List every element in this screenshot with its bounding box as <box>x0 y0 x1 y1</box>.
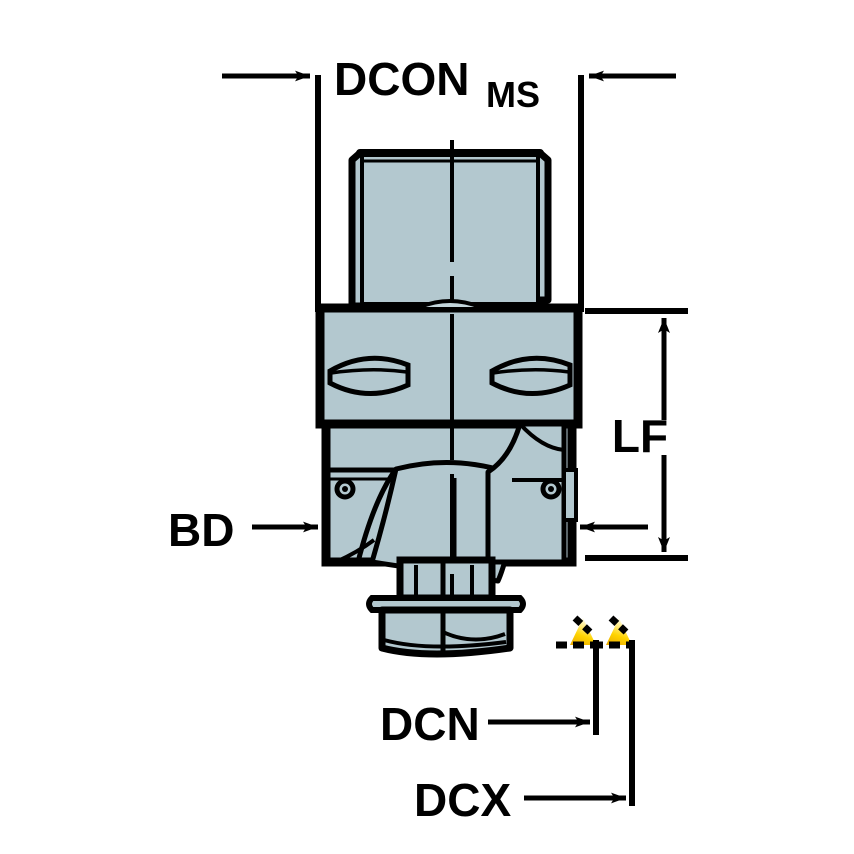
boss-lower-bottom-arc <box>383 638 507 649</box>
dimension-bd: BD <box>168 504 648 556</box>
slot-right-shape <box>489 355 573 396</box>
flange-slot-left <box>327 355 411 396</box>
flange-outline <box>315 303 583 429</box>
dcn-label: DCN <box>380 698 480 750</box>
shank-left-flat <box>348 150 363 310</box>
insert-outer-edge <box>608 615 629 635</box>
bd-label: BD <box>168 504 234 556</box>
flange-top-arc <box>419 299 481 309</box>
boss-lower-inner-arc <box>442 630 506 642</box>
dimension-dcn: DCN <box>380 640 599 750</box>
insert-outer-triangle <box>606 618 632 645</box>
dcon-subscript-label: MS <box>486 74 540 115</box>
flange-slot-right <box>489 355 573 396</box>
right-shoulder-notch <box>566 468 578 522</box>
slot-left-shape <box>327 355 411 396</box>
insert-inner-triangle <box>570 618 596 645</box>
right-flute-face <box>485 421 567 565</box>
flange-collar <box>315 299 583 429</box>
cutter-body <box>321 419 578 584</box>
slot-left-inner-line <box>330 367 408 375</box>
lf-label: LF <box>612 410 668 462</box>
boss-upper-cylinder <box>396 556 496 602</box>
insert-symbol-inner <box>556 615 596 649</box>
dimension-dcx: DCX <box>414 640 635 826</box>
slot-right-inner-line <box>492 367 570 375</box>
dimension-dcon-ms: DCON MS <box>222 53 676 312</box>
right-flute-top-curve <box>518 422 565 452</box>
flute-left-bottom-curve <box>335 538 376 564</box>
dcon-label: DCON <box>334 53 469 105</box>
tool-geometry <box>315 140 583 658</box>
bottom-boss <box>366 556 526 658</box>
screw-hole-right-center <box>548 486 554 492</box>
dcx-label: DCX <box>414 774 511 826</box>
screw-hole-left-center <box>342 486 348 492</box>
shank-right-flat <box>537 150 552 304</box>
dimension-lf: LF <box>585 308 688 561</box>
insert-inner-edge <box>572 615 593 635</box>
